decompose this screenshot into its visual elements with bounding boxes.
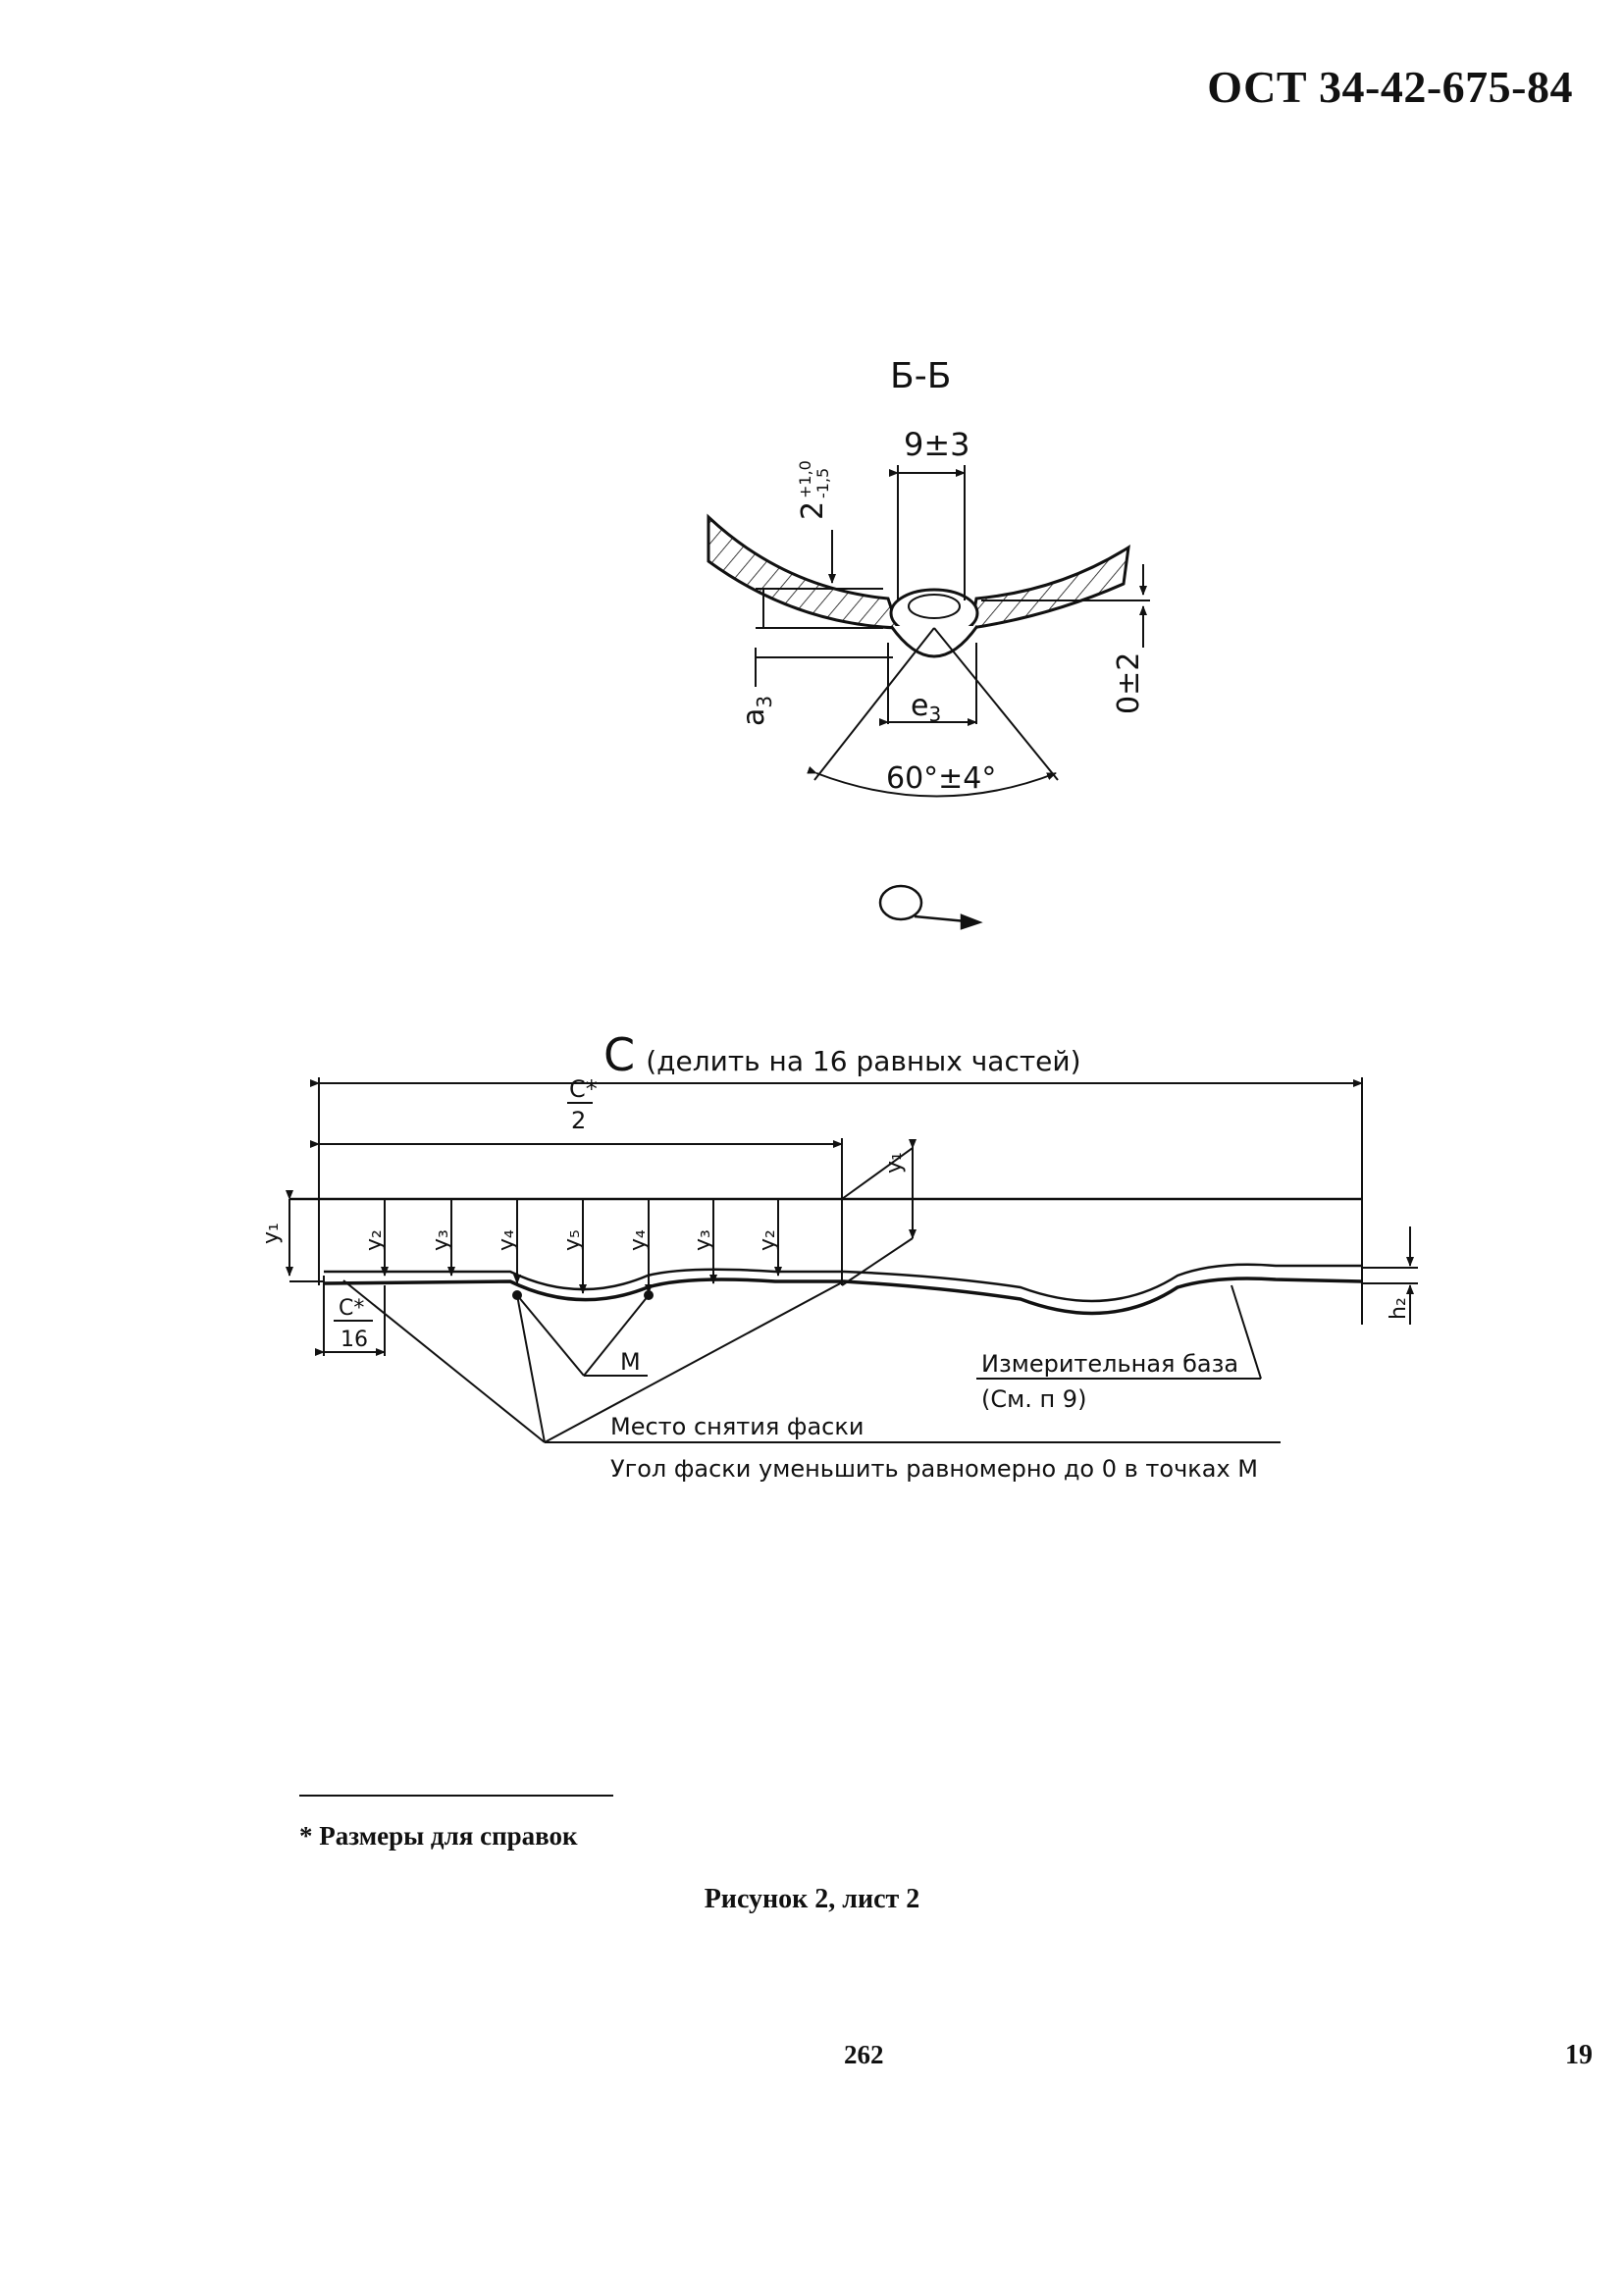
y-label: y₂ (362, 1229, 387, 1251)
y-label: y₄ (626, 1229, 651, 1251)
page-number-right: 19 (1565, 2040, 1593, 2070)
footnote: * Размеры для справок (299, 1821, 578, 1851)
dim-depth-tol-lower: -1,5 (813, 468, 832, 498)
measuring-base-ref: (См. п 9) (981, 1385, 1086, 1413)
y-labels: y₁ y₂ y₃ y₄ y₅ y₄ y₃ y₂ y₁ (259, 1152, 907, 1251)
standard-number: ОСТ 34-42-675-84 (1207, 62, 1573, 112)
rotation-arrow-icon (878, 884, 983, 930)
angle-arc (807, 766, 1057, 798)
y-label: y₂ (756, 1229, 780, 1251)
dim-offset: 0±2 (1112, 652, 1146, 714)
point-m-label: M (620, 1348, 641, 1376)
section-title: Б-Б (890, 356, 951, 396)
dim-a3: a3 (737, 696, 776, 726)
y-label: y₄ (495, 1229, 519, 1251)
dim-depth: 2 (796, 501, 830, 520)
dim-half-den: 2 (571, 1107, 586, 1134)
y-label: y₅ (560, 1229, 585, 1251)
dim-angle: 60°±4° (886, 761, 996, 796)
y-stations (381, 1199, 782, 1294)
left-blade-section (707, 513, 901, 630)
dim-sixteenth-num: C* (339, 1296, 364, 1321)
section-view: Б-Б 9±3 2 +1,0 -1,5 a3 (707, 356, 1150, 798)
chamfer-note: Угол фаски уменьшить равномерно до 0 в т… (610, 1455, 1258, 1483)
dim-width: 9±3 (904, 426, 970, 463)
y-label: y₃ (429, 1229, 453, 1251)
development-view: C (делить на 16 равных частей) C* 2 y (259, 1028, 1418, 1483)
dim-sixteenth-den: 16 (341, 1328, 368, 1352)
right-blade-section (969, 545, 1130, 630)
dim-e3: e3 (911, 689, 941, 726)
edge-upper (324, 1263, 1362, 1303)
y-label: y₁ (259, 1223, 284, 1244)
footnote-divider (299, 1795, 613, 1797)
page-number-center: 262 (844, 2040, 884, 2069)
dim-half-num: C* (569, 1075, 598, 1103)
measuring-base-label: Измерительная база (981, 1350, 1238, 1378)
dim-depth-tol-upper: +1,0 (796, 460, 814, 498)
figure-caption: Рисунок 2, лист 2 (704, 1884, 920, 1914)
dim-total: C (делить на 16 равных частей) (603, 1028, 1081, 1081)
y-label: y₃ (691, 1229, 715, 1251)
edge-lower (323, 1277, 1363, 1316)
chamfer-place-label: Место снятия фаски (610, 1413, 864, 1440)
dim-h2: h₂ (1387, 1297, 1411, 1320)
weld-root (889, 625, 979, 658)
